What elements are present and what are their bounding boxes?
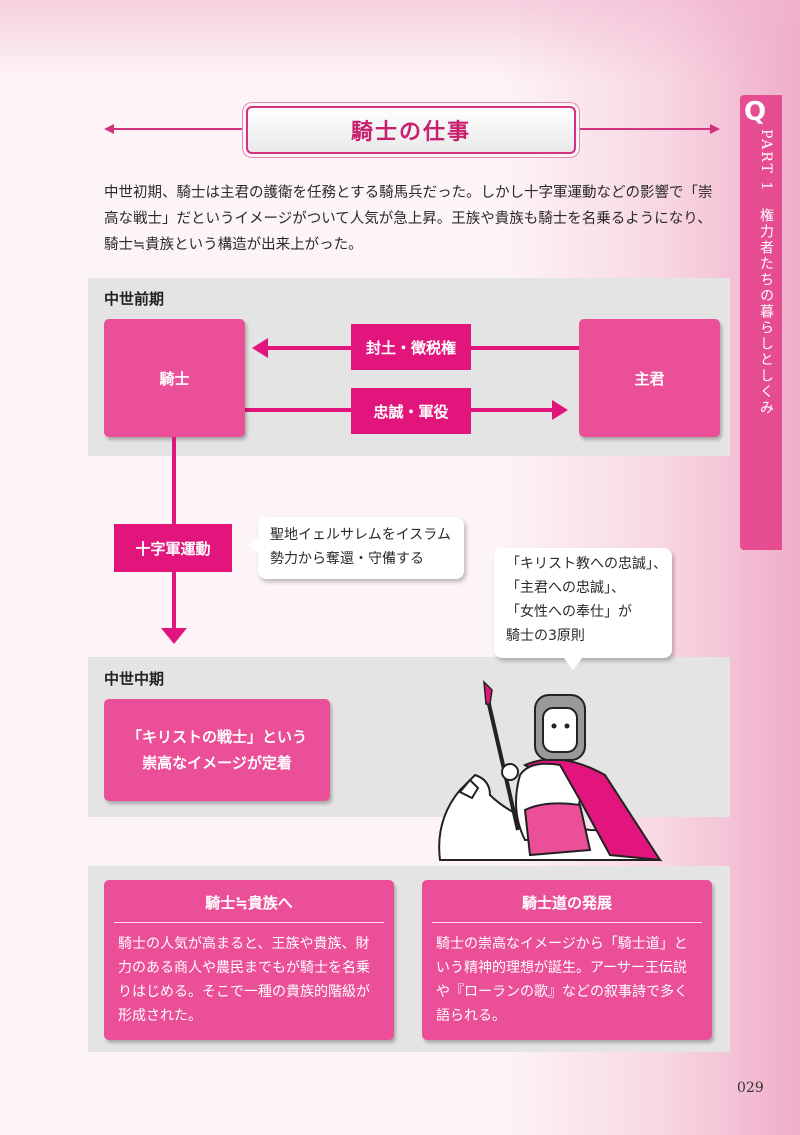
crusade-bubble-line2: 勢力から奪還・守備する [270, 551, 424, 567]
title-rule-left [112, 128, 247, 130]
title-arrow-left [104, 124, 114, 134]
crusade-arrow-head [161, 628, 187, 644]
grant-label: 封土・徴税権 [365, 338, 456, 357]
title-plate: 騎士の仕事 [246, 106, 576, 154]
principles-line2: 「主君への忠誠」、 [506, 580, 625, 596]
title-arrow-right [710, 124, 720, 134]
lance [486, 699, 520, 831]
early-period-label: 中世前期 [104, 290, 165, 308]
lord-label: 主君 [634, 369, 665, 388]
card-chivalry-body: 騎士の崇高なイメージから「騎士道」という精神的理想が誕生。アーサー王伝説や『ロー… [436, 936, 688, 1024]
q-logo-icon: Q [744, 97, 767, 127]
background-texture-top [0, 0, 800, 80]
loyalty-tag: 忠誠・軍役 [351, 388, 471, 434]
page-number: 029 [737, 1080, 764, 1096]
christ-warrior-line1: 「キリストの戦士」という [126, 728, 307, 746]
grant-tag: 封土・徴税権 [351, 324, 471, 370]
card-divider [432, 922, 702, 923]
card-chivalry-title: 騎士道の発展 [521, 894, 612, 912]
crusade-bubble: 聖地イェルサレムをイスラム 勢力から奪還・守備する [248, 517, 464, 579]
lance-tip [483, 680, 493, 705]
knight-face [542, 707, 578, 753]
knight-box: 騎士 [104, 319, 245, 437]
card-nobility-body: 騎士の人気が高まると、王族や貴族、財力のある商人や農民までもが騎士を名乗りはじめ… [118, 936, 370, 1024]
loyalty-arrow-head [552, 400, 568, 420]
crusade-tag: 十字軍運動 [114, 524, 232, 572]
knight-label: 騎士 [159, 369, 190, 388]
loyalty-label: 忠誠・軍役 [373, 402, 449, 421]
crusade-label: 十字軍運動 [135, 539, 211, 558]
principles-line3: 「女性への奉仕」が [506, 604, 632, 620]
skirt [523, 802, 592, 857]
lord-box: 主君 [579, 319, 720, 437]
card-nobility-title: 騎士≒貴族へ [205, 894, 293, 912]
crusade-bubble-line1: 聖地イェルサレムをイスラム [270, 527, 451, 543]
title-rule-right [578, 128, 712, 130]
horse-ear [458, 778, 480, 800]
principles-line1: 「キリスト教への忠誠」、 [506, 556, 667, 572]
middle-period-label: 中世中期 [104, 670, 165, 688]
part-tab-label: PART 1 権力者たちの暮らしとしくみ [758, 129, 774, 417]
part-tab: Q PART 1 権力者たちの暮らしとしくみ [740, 95, 782, 550]
card-divider [114, 922, 384, 923]
christ-warrior-line2: 崇高なイメージが定着 [142, 754, 292, 772]
card-chivalry: 騎士道の発展 騎士の崇高なイメージから「騎士道」という精神的理想が誕生。アーサー… [422, 880, 712, 1040]
knight-on-horse-illustration [438, 680, 663, 862]
knight-eye-left [551, 723, 557, 729]
principles-line4: 騎士の3原則 [506, 628, 585, 644]
intro-paragraph: 中世初期、騎士は主君の護衛を任務とする騎馬兵だった。しかし十字軍運動などの影響で… [104, 185, 713, 253]
page-title: 騎士の仕事 [350, 119, 471, 145]
card-nobility: 騎士≒貴族へ 騎士の人気が高まると、王族や貴族、財力のある商人や農民までもが騎士… [104, 880, 394, 1040]
christ-warrior-box: 「キリストの戦士」という 崇高なイメージが定着 [104, 699, 330, 801]
knight-eye-right [564, 723, 570, 729]
bubble-tail [564, 658, 582, 670]
grant-arrow-head [252, 338, 268, 358]
bubble-tail [248, 537, 258, 553]
knight-hand [501, 763, 519, 781]
principles-bubble: 「キリスト教への忠誠」、 「主君への忠誠」、 「女性への奉仕」が 騎士の3原則 [494, 548, 672, 670]
